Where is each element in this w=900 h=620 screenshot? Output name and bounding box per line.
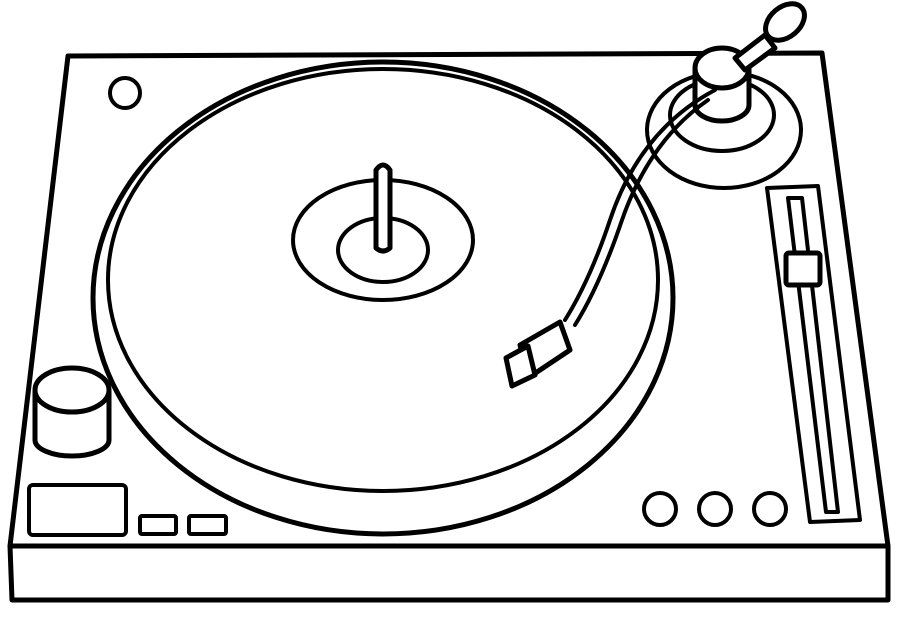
tonearm-tube: [563, 88, 717, 322]
small-button-1: [138, 514, 178, 536]
counterweight: [763, 1, 807, 43]
round-button-1: [642, 491, 678, 527]
small-button-2: [187, 514, 228, 536]
cartridge: [503, 343, 538, 389]
pitch-slider-track: [786, 196, 840, 514]
platter: [90, 59, 676, 537]
pitch-slider: [765, 184, 862, 524]
power-light: [108, 76, 142, 110]
pitch-slider-frame: [765, 184, 862, 524]
counterweight-shaft: [732, 32, 778, 73]
round-button-2: [697, 491, 733, 527]
front-face: [7, 543, 891, 603]
spindle: [373, 162, 393, 254]
start-knob: [32, 365, 112, 459]
tonearm: [503, 88, 717, 389]
round-button-3: [752, 491, 788, 527]
knob-top: [32, 365, 112, 415]
record: [106, 67, 660, 493]
display-panel: [27, 483, 128, 537]
tonearm-tube-inner: [573, 98, 710, 327]
pitch-slider-handle: [783, 250, 823, 288]
